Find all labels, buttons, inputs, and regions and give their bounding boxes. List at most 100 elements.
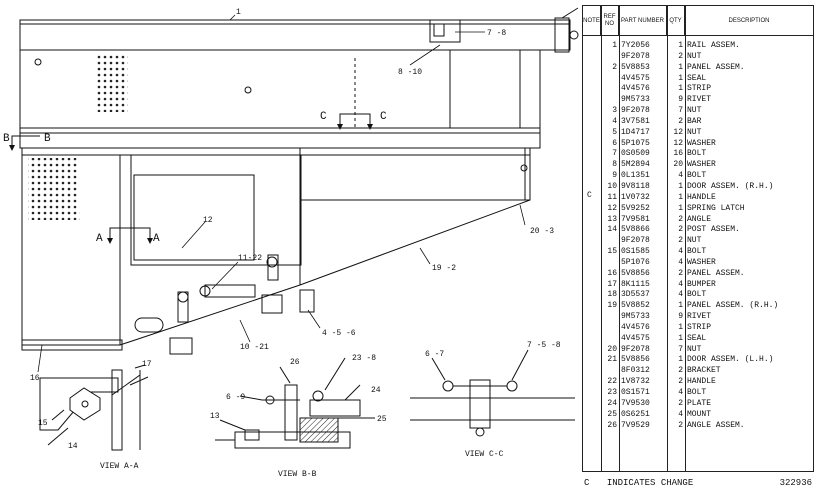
rail-assembly bbox=[19, 7, 579, 53]
qty-cell: 4 bbox=[678, 290, 683, 300]
description-cell: NUT bbox=[687, 51, 702, 61]
figure-number: 322936 bbox=[779, 478, 812, 488]
callout-6-9: 6 -9 bbox=[226, 393, 245, 402]
callout-17: 17 bbox=[142, 360, 152, 369]
callout-16: 16 bbox=[30, 374, 40, 383]
qty-cell: 12 bbox=[673, 138, 683, 148]
callout-4-5-6: 4 -5 -6 bbox=[322, 329, 356, 338]
part-number-cell: 4V4576 bbox=[621, 322, 650, 332]
qty-cell: 1 bbox=[678, 355, 683, 365]
ref-no-cell: 8 bbox=[612, 160, 617, 170]
qty-cell: 2 bbox=[678, 214, 683, 224]
ref-no-cell: 14 bbox=[607, 225, 617, 235]
description-cell: BAR bbox=[687, 116, 702, 126]
description-cell: BOLT bbox=[687, 388, 707, 397]
callout-12: 12 bbox=[203, 216, 213, 225]
ref-no-cell: 5 bbox=[612, 127, 617, 137]
description-cell: RAIL ASSEM. bbox=[687, 41, 740, 50]
part-number-cell: 4V4575 bbox=[621, 73, 650, 83]
header-note: NOTE bbox=[583, 6, 601, 36]
description-cell: PANEL ASSEM. (R.H.) bbox=[687, 301, 779, 311]
description-cell: BUMPER bbox=[687, 279, 716, 289]
qty-cell: 2 bbox=[678, 51, 683, 61]
callout-section-a-b: A bbox=[153, 233, 160, 245]
part-number-cell: 5V9252 bbox=[621, 203, 650, 213]
description-cell: WASHER bbox=[687, 160, 716, 170]
part-number-cell: 9M5733 bbox=[621, 95, 650, 105]
ref-no-cell: 22 bbox=[607, 377, 617, 387]
callout-19-2: 19 -2 bbox=[432, 264, 456, 273]
ref-no-cell: 2 bbox=[612, 62, 617, 72]
table-row: 8F0312 2 BRACKET bbox=[583, 365, 813, 376]
description-cell: NUT bbox=[687, 344, 702, 354]
note-change-marker: C bbox=[587, 191, 592, 200]
qty-cell: 9 bbox=[678, 95, 683, 105]
description-cell: NUT bbox=[687, 127, 702, 137]
ref-no-cell: 11 bbox=[607, 192, 617, 202]
ref-no-cell: 1 bbox=[612, 41, 617, 50]
callout-8-10: 8 -10 bbox=[398, 68, 422, 77]
description-cell: RIVET bbox=[687, 312, 712, 322]
qty-cell: 2 bbox=[678, 398, 683, 408]
qty-cell: 7 bbox=[678, 344, 683, 354]
qty-cell: 1 bbox=[678, 73, 683, 83]
ref-no-cell: 6 bbox=[612, 138, 617, 148]
part-number-cell: 5V8853 bbox=[621, 62, 650, 72]
ref-no-cell: 13 bbox=[607, 214, 617, 224]
description-cell: BOLT bbox=[687, 171, 707, 181]
ref-no-cell: 20 bbox=[607, 344, 617, 354]
part-number-cell: 0S1585 bbox=[621, 247, 650, 257]
description-cell: SPRING LATCH bbox=[687, 203, 745, 213]
description-cell: ANGLE ASSEM. bbox=[687, 420, 745, 430]
callout-section-b-b: B bbox=[44, 133, 51, 145]
callout-24: 24 bbox=[371, 386, 381, 395]
qty-cell: 2 bbox=[678, 366, 683, 376]
legend-marker: C bbox=[584, 478, 590, 488]
upper-panel bbox=[19, 49, 541, 129]
callout-section-c-b: C bbox=[380, 111, 387, 123]
part-number-cell: 9F2078 bbox=[621, 51, 650, 61]
description-cell: POST ASSEM. bbox=[687, 225, 740, 235]
part-number-cell: 4V4576 bbox=[621, 84, 650, 94]
part-number-cell: 8F0312 bbox=[621, 366, 650, 376]
view-a-a bbox=[39, 364, 149, 451]
part-number-cell: 0L1351 bbox=[621, 171, 650, 181]
ref-no-cell: 21 bbox=[607, 355, 617, 365]
description-cell: PLATE bbox=[687, 398, 712, 408]
callout-7-8: 7 -8 bbox=[487, 29, 506, 38]
ref-no-cell: 9 bbox=[612, 171, 617, 181]
part-number-cell: 7V9529 bbox=[621, 420, 650, 430]
exploded-parts-drawing: 1 7 -8 8 -10 C C B B A A 12 11-22 20 -3 … bbox=[3, 7, 579, 479]
description-cell: SEAL bbox=[687, 333, 707, 343]
qty-cell: 4 bbox=[678, 388, 683, 397]
qty-cell: 20 bbox=[673, 160, 683, 170]
part-number-cell: 1V8732 bbox=[621, 377, 650, 387]
callout-11-22: 11-22 bbox=[238, 254, 262, 263]
section-lines bbox=[11, 113, 371, 238]
view-b-b bbox=[215, 357, 375, 449]
ref-no-cell: 15 bbox=[607, 247, 617, 257]
description-cell: PANEL ASSEM. bbox=[687, 62, 745, 72]
qty-cell: 4 bbox=[678, 247, 683, 257]
part-number-cell: 8K1115 bbox=[621, 279, 650, 289]
description-cell: BOLT bbox=[687, 290, 707, 300]
description-cell: BRACKET bbox=[687, 366, 721, 376]
ref-no-cell: 26 bbox=[607, 420, 617, 430]
